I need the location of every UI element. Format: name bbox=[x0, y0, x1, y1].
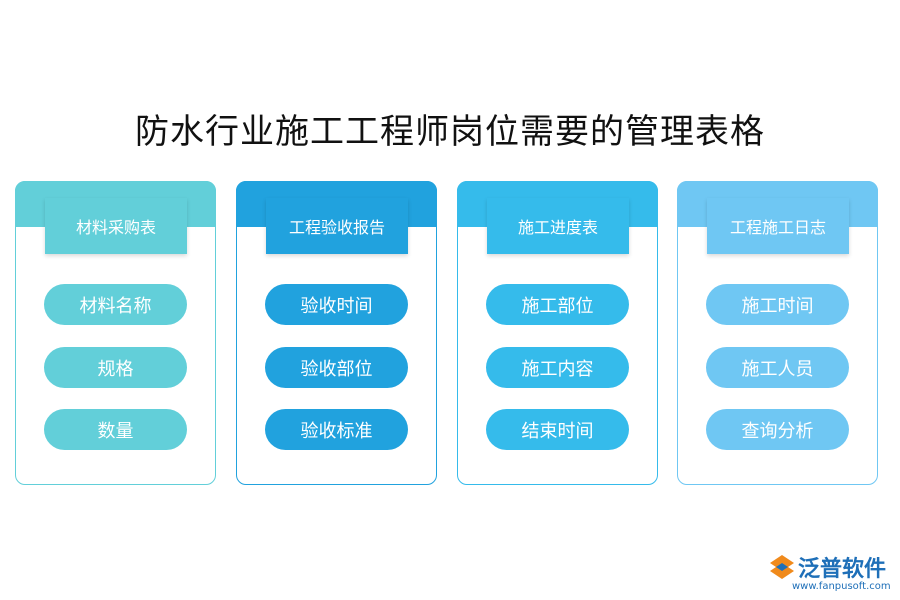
brand-logo: 泛普软件 www.fanpusoft.com bbox=[768, 551, 893, 595]
field-pill: 规格 bbox=[44, 347, 187, 388]
field-pill: 验收标准 bbox=[265, 409, 408, 450]
field-pill: 数量 bbox=[44, 409, 187, 450]
field-pill: 查询分析 bbox=[706, 409, 849, 450]
field-pill: 施工时间 bbox=[706, 284, 849, 325]
page-title: 防水行业施工工程师岗位需要的管理表格 bbox=[135, 112, 765, 152]
card-header-label: 材料采购表 bbox=[45, 198, 187, 254]
field-pill: 施工人员 bbox=[706, 347, 849, 388]
logo-url-text: www.fanpusoft.com bbox=[792, 581, 891, 592]
field-pill: 施工部位 bbox=[486, 284, 629, 325]
table-card-acceptance-report: 工程验收报告 验收时间 验收部位 验收标准 bbox=[236, 181, 437, 485]
logo-brand-text: 泛普软件 bbox=[798, 557, 887, 582]
table-card-construction-log: 工程施工日志 施工时间 施工人员 查询分析 bbox=[677, 181, 878, 485]
card-header-label: 工程施工日志 bbox=[707, 198, 849, 254]
field-pill: 验收部位 bbox=[265, 347, 408, 388]
card-header-label: 工程验收报告 bbox=[266, 198, 408, 254]
logo-mark-icon bbox=[770, 555, 794, 579]
field-pill: 施工内容 bbox=[486, 347, 629, 388]
table-card-construction-progress: 施工进度表 施工部位 施工内容 结束时间 bbox=[457, 181, 658, 485]
table-card-material-purchase: 材料采购表 材料名称 规格 数量 bbox=[15, 181, 216, 485]
field-pill: 验收时间 bbox=[265, 284, 408, 325]
field-pill: 结束时间 bbox=[486, 409, 629, 450]
card-header-label: 施工进度表 bbox=[487, 198, 629, 254]
field-pill: 材料名称 bbox=[44, 284, 187, 325]
